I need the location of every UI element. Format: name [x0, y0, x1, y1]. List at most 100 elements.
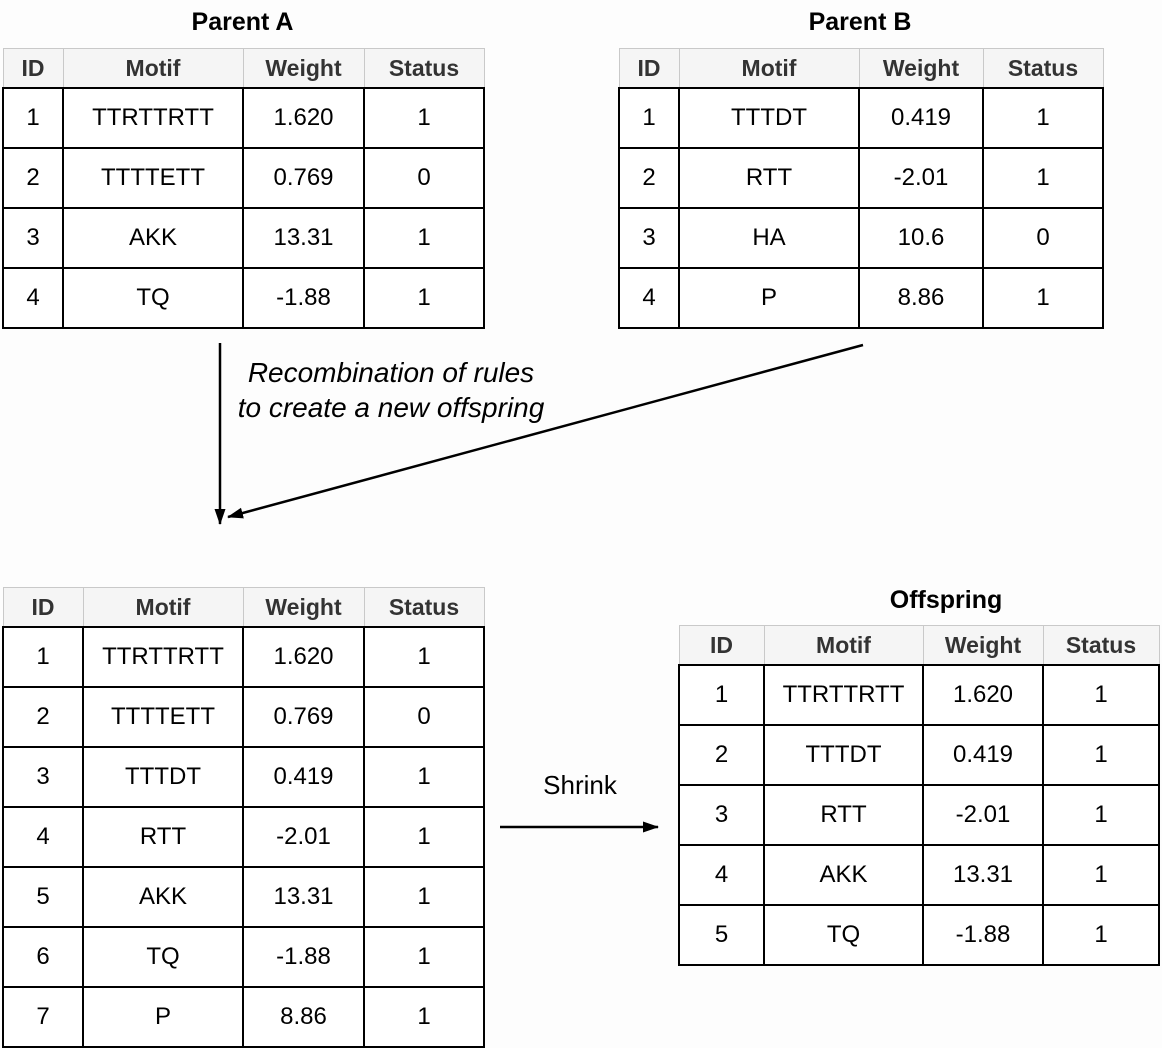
table-row: 5 TQ -1.88 1 — [678, 904, 1160, 966]
status-cell: 1 — [1042, 724, 1160, 786]
id-cell: 4 — [2, 806, 84, 868]
status-cell: 1 — [363, 986, 485, 1048]
status-cell: 1 — [363, 626, 485, 688]
motif-cell: RTT — [678, 147, 860, 209]
parent-b-table: ID Motif Weight Status 1 TTTDT 0.419 1 2… — [618, 48, 1104, 329]
id-cell: 4 — [678, 844, 765, 906]
header-status: Status — [363, 48, 485, 89]
motif-cell: TTTTETT — [62, 147, 244, 209]
parent-b-title: Parent B — [808, 8, 912, 36]
id-cell: 2 — [618, 147, 680, 209]
motif-cell: HA — [678, 207, 860, 269]
table-row: 4 P 8.86 1 — [618, 267, 1104, 329]
id-cell: 4 — [618, 267, 680, 329]
weight-cell: 0.769 — [242, 147, 365, 209]
header-status: Status — [982, 48, 1104, 89]
weight-cell: 0.419 — [858, 87, 984, 149]
status-cell: 1 — [363, 207, 485, 269]
motif-cell: P — [82, 986, 244, 1048]
id-cell: 2 — [2, 147, 64, 209]
status-cell: 1 — [1042, 784, 1160, 846]
header-motif: Motif — [82, 587, 244, 628]
table-row: 3 HA 10.6 0 — [618, 207, 1104, 269]
weight-cell: -2.01 — [922, 784, 1044, 846]
id-cell: 1 — [2, 626, 84, 688]
header-weight: Weight — [858, 48, 984, 89]
id-cell: 1 — [678, 664, 765, 726]
offspring-table: ID Motif Weight Status 1 TTRTTRTT 1.620 … — [678, 625, 1160, 966]
motif-cell: RTT — [82, 806, 244, 868]
motif-cell: TTTDT — [82, 746, 244, 808]
status-cell: 1 — [1042, 664, 1160, 726]
header-weight: Weight — [242, 587, 365, 628]
motif-cell: P — [678, 267, 860, 329]
motif-cell: TQ — [82, 926, 244, 988]
id-cell: 7 — [2, 986, 84, 1048]
header-status: Status — [1042, 625, 1160, 666]
recombination-annotation-line2: to create a new offspring — [237, 392, 545, 423]
table-row: 2 TTTTETT 0.769 0 — [2, 147, 485, 209]
table-row: 2 TTTTETT 0.769 0 — [2, 686, 485, 748]
status-cell: 0 — [363, 147, 485, 209]
header-status: Status — [363, 587, 485, 628]
weight-cell: 8.86 — [242, 986, 365, 1048]
status-cell: 0 — [363, 686, 485, 748]
header-row: ID Motif Weight Status — [2, 48, 485, 89]
motif-cell: TTRTTRTT — [62, 87, 244, 149]
status-cell: 1 — [363, 87, 485, 149]
header-motif: Motif — [62, 48, 244, 89]
table-row: 1 TTTDT 0.419 1 — [618, 87, 1104, 149]
weight-cell: 13.31 — [242, 866, 365, 928]
motif-cell: TTTTETT — [82, 686, 244, 748]
motif-cell: TQ — [763, 904, 924, 966]
weight-cell: 1.620 — [922, 664, 1044, 726]
id-cell: 2 — [678, 724, 765, 786]
header-id: ID — [2, 587, 84, 628]
header-id: ID — [678, 625, 765, 666]
id-cell: 3 — [618, 207, 680, 269]
recombination-annotation-line1: Recombination of rules — [247, 357, 535, 388]
status-cell: 1 — [363, 806, 485, 868]
table-row: 6 TQ -1.88 1 — [2, 926, 485, 988]
weight-cell: -2.01 — [858, 147, 984, 209]
status-cell: 1 — [363, 926, 485, 988]
table-row: 1 TTRTTRTT 1.620 1 — [678, 664, 1160, 726]
table-row: 4 TQ -1.88 1 — [2, 267, 485, 329]
motif-cell: RTT — [763, 784, 924, 846]
status-cell: 1 — [982, 147, 1104, 209]
weight-cell: 1.620 — [242, 626, 365, 688]
recombination-annotation: Recombination of rules to create a new o… — [215, 355, 567, 425]
weight-cell: -1.88 — [242, 267, 365, 329]
table-row: 3 AKK 13.31 1 — [2, 207, 485, 269]
shrink-label: Shrink — [543, 770, 617, 800]
table-row: 4 AKK 13.31 1 — [678, 844, 1160, 906]
motif-cell: TQ — [62, 267, 244, 329]
status-cell: 1 — [363, 267, 485, 329]
id-cell: 5 — [2, 866, 84, 928]
table-row: 2 RTT -2.01 1 — [618, 147, 1104, 209]
weight-cell: -1.88 — [922, 904, 1044, 966]
table-row: 4 RTT -2.01 1 — [2, 806, 485, 868]
status-cell: 1 — [1042, 844, 1160, 906]
weight-cell: -2.01 — [242, 806, 365, 868]
weight-cell: 10.6 — [858, 207, 984, 269]
table-row: 1 TTRTTRTT 1.620 1 — [2, 626, 485, 688]
weight-cell: -1.88 — [242, 926, 365, 988]
id-cell: 1 — [618, 87, 680, 149]
header-id: ID — [2, 48, 64, 89]
status-cell: 1 — [363, 746, 485, 808]
status-cell: 1 — [1042, 904, 1160, 966]
id-cell: 2 — [2, 686, 84, 748]
table-row: 3 RTT -2.01 1 — [678, 784, 1160, 846]
id-cell: 6 — [2, 926, 84, 988]
header-row: ID Motif Weight Status — [678, 625, 1160, 666]
motif-cell: AKK — [763, 844, 924, 906]
id-cell: 3 — [678, 784, 765, 846]
status-cell: 1 — [363, 866, 485, 928]
status-cell: 1 — [982, 87, 1104, 149]
motif-cell: TTRTTRTT — [763, 664, 924, 726]
table-row: 5 AKK 13.31 1 — [2, 866, 485, 928]
header-weight: Weight — [242, 48, 365, 89]
offspring-title: Offspring — [889, 586, 1003, 614]
table-row: 1 TTRTTRTT 1.620 1 — [2, 87, 485, 149]
